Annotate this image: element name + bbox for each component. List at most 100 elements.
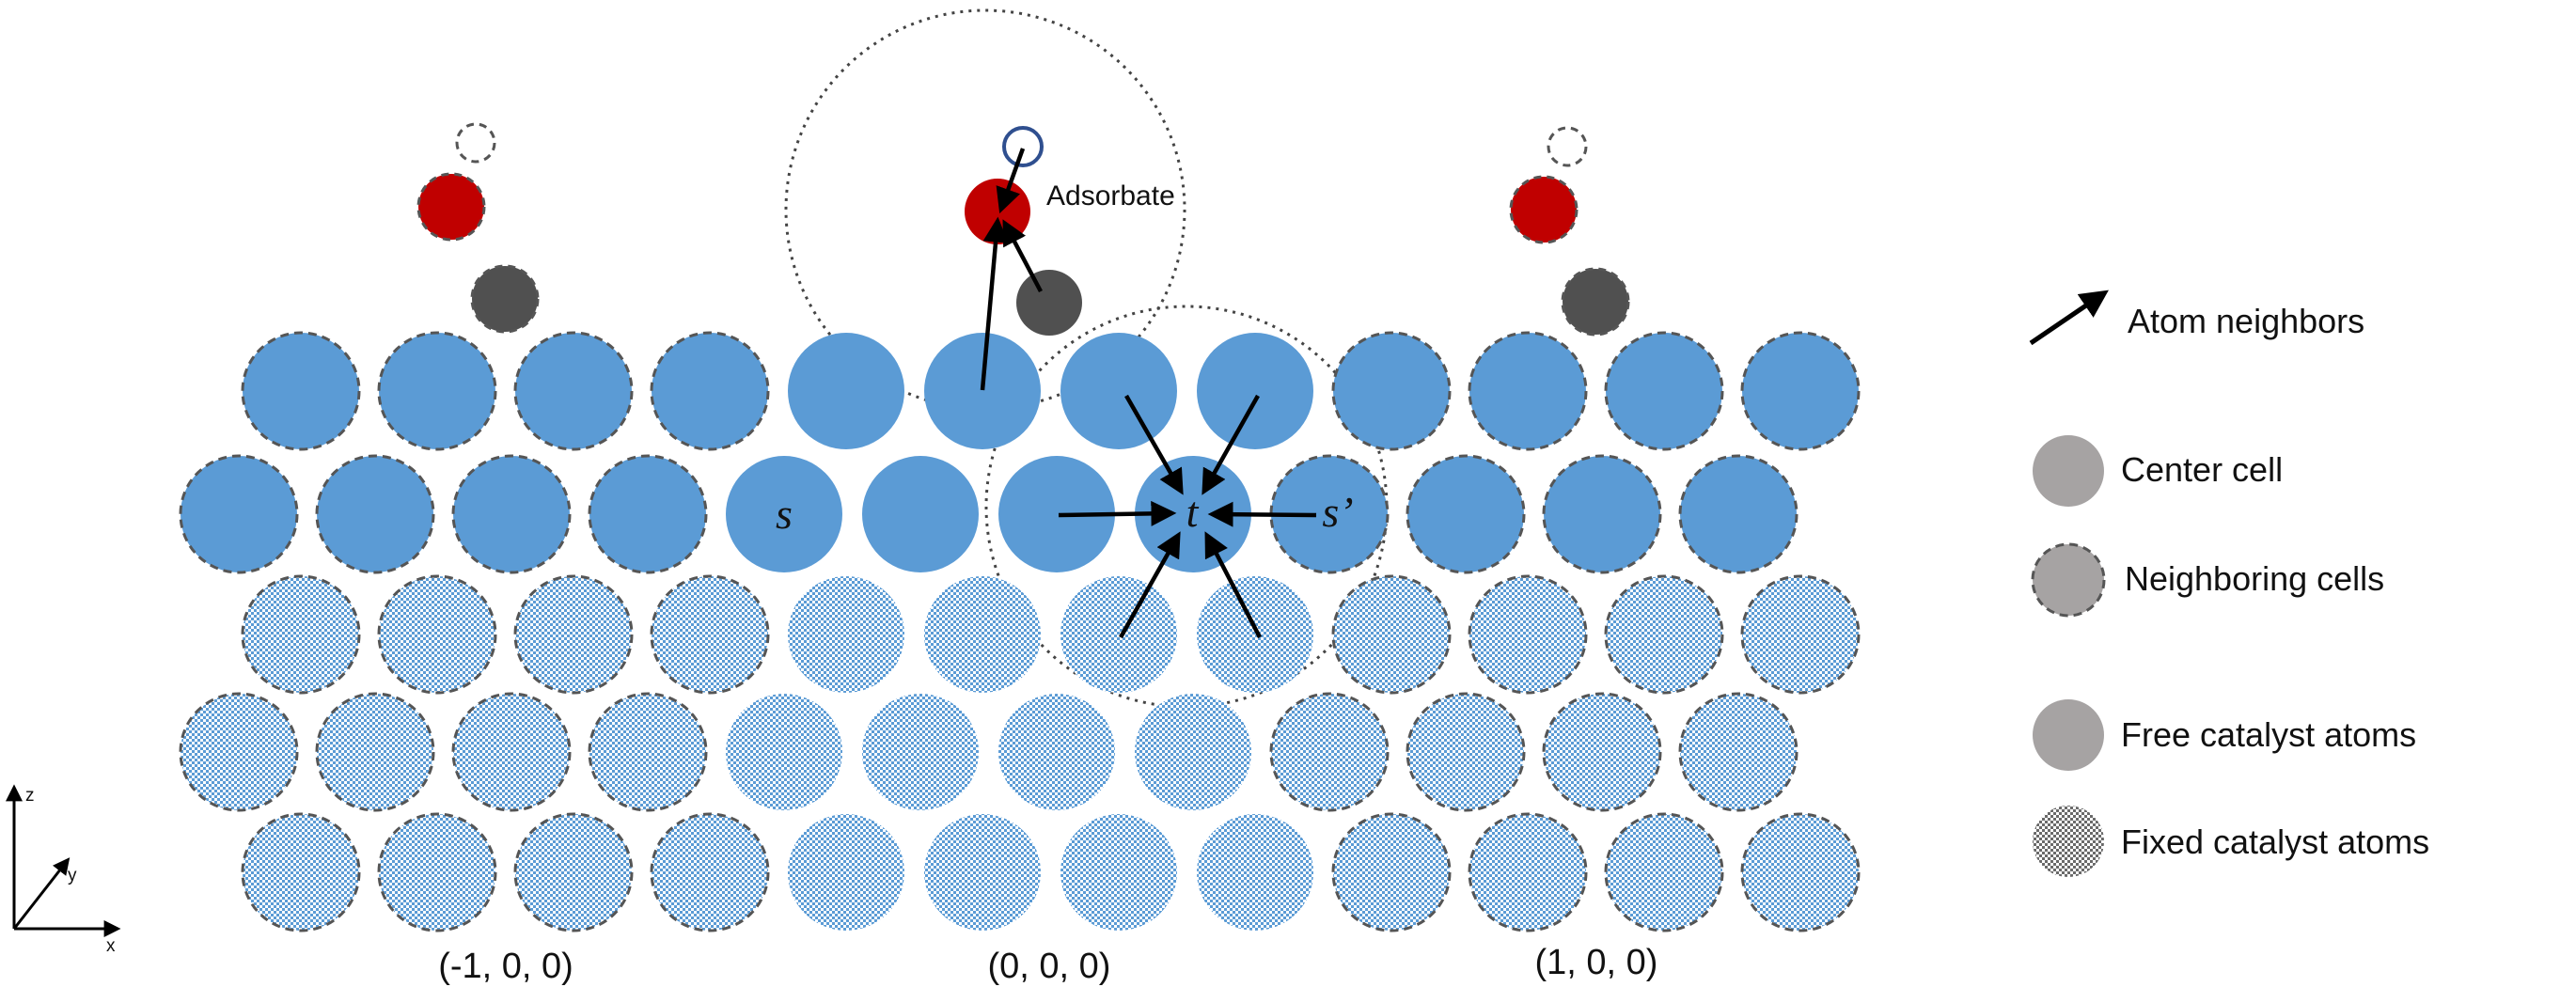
fixed-catalyst-atom-center-cell bbox=[924, 814, 1041, 931]
fixed-catalyst-atom-neighbor-cell bbox=[1678, 692, 1798, 812]
fixed-catalyst-atom-neighbor-cell bbox=[588, 692, 708, 812]
legend-neighboring-cells-swatch bbox=[2031, 542, 2106, 618]
fixed-catalyst-atom-center-cell bbox=[1060, 814, 1177, 931]
neighbor-arrow bbox=[1058, 500, 1177, 526]
fixed-catalyst-atom-neighbor-cell bbox=[1468, 812, 1588, 932]
free-catalyst-atom-neighbor-cell bbox=[1740, 331, 1861, 451]
free-catalyst-atom-neighbor-cell bbox=[451, 454, 572, 574]
legend-arrow-icon bbox=[2029, 290, 2109, 346]
atom-label-s: s bbox=[776, 490, 793, 538]
free-catalyst-atom-center-cell bbox=[788, 333, 904, 449]
free-catalyst-atom-neighbor-cell bbox=[1331, 331, 1452, 451]
free-catalyst-atom-neighbor-cell bbox=[1678, 454, 1798, 574]
free-catalyst-atom-neighbor-cell bbox=[1542, 454, 1662, 574]
cell-label-left: (-1, 0, 0) bbox=[438, 947, 573, 986]
fixed-catalyst-atom-neighbor-cell bbox=[1542, 692, 1662, 812]
free-catalyst-atom-neighbor-cell bbox=[1604, 331, 1724, 451]
neighbor-arrow bbox=[1204, 531, 1262, 639]
neighbor-arrow bbox=[1124, 394, 1184, 495]
free-catalyst-atom-center-cell bbox=[726, 456, 842, 572]
fixed-catalyst-atom-neighbor-cell bbox=[1468, 574, 1588, 695]
fixed-catalyst-atom-neighbor-cell bbox=[1740, 574, 1861, 695]
free-catalyst-atom-center-cell bbox=[862, 456, 979, 572]
fixed-catalyst-atom-neighbor-cell bbox=[451, 692, 572, 812]
neighbor-arrow bbox=[980, 216, 1009, 391]
fixed-catalyst-atom-neighbor-cell bbox=[315, 692, 435, 812]
cell-label-center: (0, 0, 0) bbox=[988, 947, 1111, 986]
neighbor-arrow bbox=[1002, 219, 1043, 293]
fixed-catalyst-atom-center-cell bbox=[1135, 694, 1251, 810]
free-catalyst-atom-neighbor-cell bbox=[241, 331, 361, 451]
carbon-atom bbox=[1561, 267, 1630, 337]
fixed-catalyst-atom-neighbor-cell bbox=[1740, 812, 1861, 932]
fixed-catalyst-atom-neighbor-cell bbox=[179, 692, 299, 812]
oxygen-atom bbox=[1509, 175, 1579, 244]
fixed-catalyst-atom-neighbor-cell bbox=[241, 812, 361, 932]
fixed-catalyst-atom-neighbor-cell bbox=[1331, 574, 1452, 695]
legend-free-catalyst-label: Free catalyst atoms bbox=[2121, 715, 2416, 754]
free-catalyst-atom-neighbor-cell bbox=[588, 454, 708, 574]
adsorbate-right-cell bbox=[1509, 126, 1630, 337]
fixed-catalyst-atom-neighbor-cell bbox=[513, 574, 634, 695]
fixed-catalyst-atom-center-cell bbox=[726, 694, 842, 810]
neighbor-arrow bbox=[1207, 501, 1317, 527]
legend-neighboring-cells-label: Neighboring cells bbox=[2125, 559, 2384, 598]
fixed-catalyst-atom-neighbor-cell bbox=[1406, 692, 1526, 812]
oxygen-atom bbox=[416, 172, 486, 242]
hydrogen-atom bbox=[1002, 126, 1044, 167]
fixed-catalyst-atom-center-cell bbox=[998, 694, 1115, 810]
fixed-catalyst-atom-neighbor-cell bbox=[1604, 574, 1724, 695]
carbon-atom bbox=[1016, 270, 1082, 336]
y-axis bbox=[12, 857, 71, 930]
fixed-catalyst-atom-center-cell bbox=[788, 814, 904, 931]
atom-label-s-prime: s’ bbox=[1322, 488, 1353, 536]
legend-free-catalyst-swatch bbox=[2033, 699, 2104, 771]
coordinate-axes bbox=[6, 784, 121, 937]
free-catalyst-atom-neighbor-cell bbox=[315, 454, 435, 574]
free-catalyst-atom-neighbor-cell bbox=[1406, 454, 1526, 574]
free-catalyst-atom-center-cell bbox=[924, 333, 1041, 449]
fixed-catalyst-atom-neighbor-cell bbox=[1604, 812, 1724, 932]
x-axis-label: x bbox=[106, 936, 116, 956]
legend-fixed-catalyst-label: Fixed catalyst atoms bbox=[2121, 822, 2429, 861]
fixed-catalyst-atom-neighbor-cell bbox=[650, 574, 770, 695]
neighbor-arrows bbox=[980, 148, 1317, 639]
atom-label-t: t bbox=[1186, 488, 1200, 536]
legend-center-cell-swatch bbox=[2033, 435, 2104, 507]
legend: Atom neighbors Center cell Neighboring c… bbox=[2029, 290, 2429, 877]
fixed-catalyst-atom-center-cell bbox=[924, 576, 1041, 693]
free-catalyst-atom-neighbor-cell bbox=[377, 331, 497, 451]
hydrogen-atom bbox=[1547, 126, 1588, 167]
free-catalyst-atom-neighbor-cell bbox=[513, 331, 634, 451]
neighbor-arrow bbox=[1202, 394, 1260, 495]
hydrogen-atom bbox=[455, 122, 496, 164]
carbon-atom bbox=[470, 264, 540, 334]
adsorbate-cutoff-circle bbox=[784, 8, 1186, 411]
free-catalyst-atom-neighbor-cell bbox=[650, 331, 770, 451]
catalyst-slab bbox=[179, 331, 1861, 932]
free-catalyst-atom-neighbor-cell bbox=[179, 454, 299, 574]
fixed-catalyst-atom-neighbor-cell bbox=[513, 812, 634, 932]
fixed-catalyst-atom-center-cell bbox=[1197, 814, 1313, 931]
fixed-catalyst-atom-neighbor-cell bbox=[1269, 692, 1390, 812]
legend-fixed-catalyst-swatch bbox=[2033, 806, 2104, 877]
fixed-catalyst-atom-center-cell bbox=[788, 576, 904, 693]
z-axis-label: z bbox=[25, 786, 35, 806]
free-catalyst-atom-center-cell bbox=[1060, 333, 1177, 449]
free-catalyst-atom-center-cell bbox=[998, 456, 1115, 572]
free-catalyst-atom-center-cell bbox=[1197, 333, 1313, 449]
fixed-catalyst-atom-neighbor-cell bbox=[241, 574, 361, 695]
neighbor-arrow bbox=[996, 148, 1026, 214]
free-catalyst-atom-neighbor-cell bbox=[1269, 454, 1390, 574]
adsorbate-center-cell bbox=[965, 126, 1082, 336]
legend-atom-neighbors-label: Atom neighbors bbox=[2128, 302, 2364, 340]
legend-center-cell-label: Center cell bbox=[2121, 450, 2283, 489]
fixed-catalyst-atom-center-cell bbox=[862, 694, 979, 810]
fixed-catalyst-atom-neighbor-cell bbox=[377, 574, 497, 695]
cell-label-right: (1, 0, 0) bbox=[1535, 943, 1658, 982]
fixed-catalyst-atom-neighbor-cell bbox=[650, 812, 770, 932]
adsorbate-label: Adsorbate bbox=[1046, 180, 1175, 212]
adsorbate-left-cell bbox=[416, 122, 540, 334]
y-axis-label: y bbox=[68, 866, 77, 885]
fixed-catalyst-atom-center-cell bbox=[1197, 576, 1313, 693]
